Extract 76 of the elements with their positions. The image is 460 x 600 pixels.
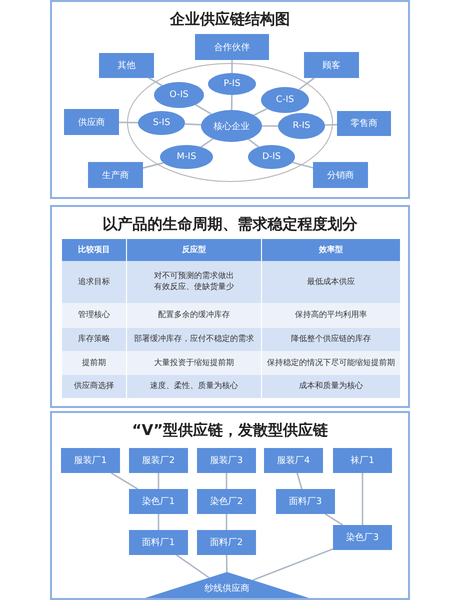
connector-line (200, 138, 214, 148)
system-ellipse: C-IS (261, 87, 309, 113)
table-cell: 管理核心 (62, 303, 127, 328)
supplier-triangle: 纱线供应商 (145, 572, 309, 598)
org-box: 染色厂1 (129, 489, 188, 514)
table-cell: 最低成本供应 (262, 261, 400, 303)
system-ellipse: M-IS (160, 145, 213, 169)
table-cell: 配置多余的缓冲库存 (127, 303, 262, 328)
connector-line (324, 124, 338, 126)
org-box: 顾客 (304, 52, 359, 78)
connector-line (195, 104, 212, 115)
panel (50, 411, 410, 600)
system-ellipse: S-IS (138, 111, 185, 135)
system-ellipse: D-IS (248, 145, 295, 169)
connector-line (292, 162, 314, 169)
table-cell: 降低整个供应链的库存 (262, 328, 400, 351)
org-box: 面料厂3 (276, 489, 335, 514)
table-cell: 对不可预测的需求做出有效反应、使缺货量少 (127, 261, 262, 303)
connector-line (110, 472, 138, 490)
panel (50, 205, 410, 408)
org-box: 面料厂1 (129, 530, 188, 555)
org-box: 分销商 (313, 162, 368, 188)
org-box: 零售商 (337, 111, 391, 136)
panel-title: 企业供应链结构图 (169, 10, 291, 29)
connector-line (226, 473, 228, 489)
connector-line (158, 473, 160, 489)
org-box: 服装厂4 (264, 448, 323, 473)
connector-line (362, 473, 364, 525)
table-cell: 部署缓冲库存，应付不稳定的需求 (127, 328, 262, 351)
org-box: 服装厂2 (129, 448, 188, 473)
connector-line (184, 123, 202, 126)
connector-line (298, 77, 315, 90)
panel-title: “V”型供应链，发散型供应链 (130, 421, 330, 440)
connector-line (118, 122, 138, 124)
panel (50, 0, 410, 199)
table-header-cell: 效率型 (262, 239, 400, 261)
connector-line (158, 514, 160, 530)
org-box: 染色厂2 (197, 489, 256, 514)
table-cell: 大量投资于缩短提前期 (127, 351, 262, 375)
connector-line (142, 162, 164, 169)
system-ellipse: R-IS (278, 113, 325, 139)
table-cell: 速度、柔性、质量为核心 (127, 375, 262, 398)
org-box: 其他 (99, 53, 154, 78)
table-header-cell: 反应型 (127, 239, 262, 261)
connector-line (262, 125, 278, 127)
connector-line (254, 108, 268, 116)
table-cell: 保持稳定的情况下尽可能缩短提前期 (262, 351, 400, 375)
connector-line (231, 60, 233, 73)
org-box: 供应商 (64, 109, 119, 135)
org-box: 面料厂2 (197, 530, 256, 555)
org-box: 生产商 (88, 162, 143, 188)
org-box: 合作伙伴 (195, 34, 269, 60)
table-cell: 提前期 (62, 351, 127, 375)
org-box: 服装厂3 (197, 448, 256, 473)
panel-title: 以产品的生命周期、需求稳定程度划分 (102, 215, 358, 234)
connector-line (252, 548, 334, 581)
org-box: 染色厂3 (333, 525, 392, 550)
core-ellipse: 核心企业 (201, 110, 262, 142)
org-box: 袜厂1 (333, 448, 392, 473)
connector-line (248, 138, 260, 148)
connector-line (148, 77, 162, 86)
table-cell: 供应商选择 (62, 375, 127, 398)
table-cell: 库存策略 (62, 328, 127, 351)
connector-line (296, 472, 303, 490)
connector-line (226, 555, 228, 572)
table-cell: 成本和质量为核心 (262, 375, 400, 398)
system-ellipse: O-IS (154, 82, 204, 108)
table-cell: 追求目标 (62, 261, 127, 303)
connector-line (176, 554, 210, 578)
table-cell: 保持高的平均利用率 (262, 303, 400, 328)
connector-line (226, 514, 228, 530)
system-ellipse: P-IS (208, 73, 256, 95)
org-box: 服装厂1 (61, 448, 120, 473)
connector-line (324, 513, 344, 526)
table-header-cell: 比较项目 (62, 239, 127, 261)
connector-line (230, 95, 233, 110)
